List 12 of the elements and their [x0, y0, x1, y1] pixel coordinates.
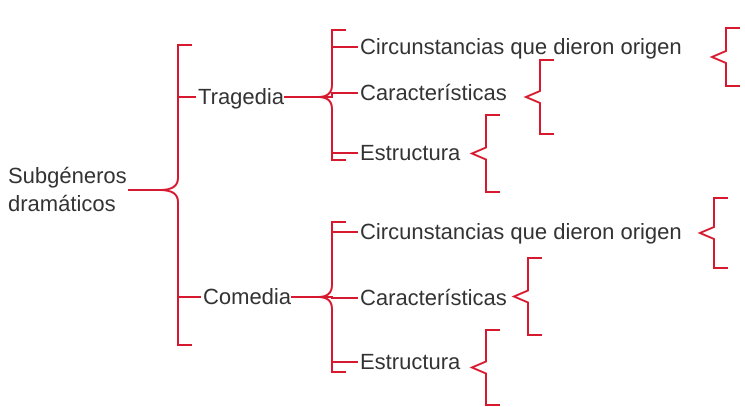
category-label: Circunstancias que dieron origen — [360, 33, 682, 61]
category-label: Circunstancias que dieron origen — [360, 218, 682, 246]
brace-connector — [284, 96, 358, 161]
brace-connector — [128, 189, 201, 346]
category-label: Características — [360, 79, 507, 107]
brace-connector — [291, 296, 358, 373]
category-label: Tragedia — [198, 83, 284, 111]
category-label: Comedia — [203, 283, 292, 311]
category-label: Estructura — [360, 348, 460, 376]
category-label: Subgéneros dramáticos — [8, 162, 128, 218]
category-label: Estructura — [360, 139, 460, 167]
category-label: Características — [360, 284, 507, 312]
